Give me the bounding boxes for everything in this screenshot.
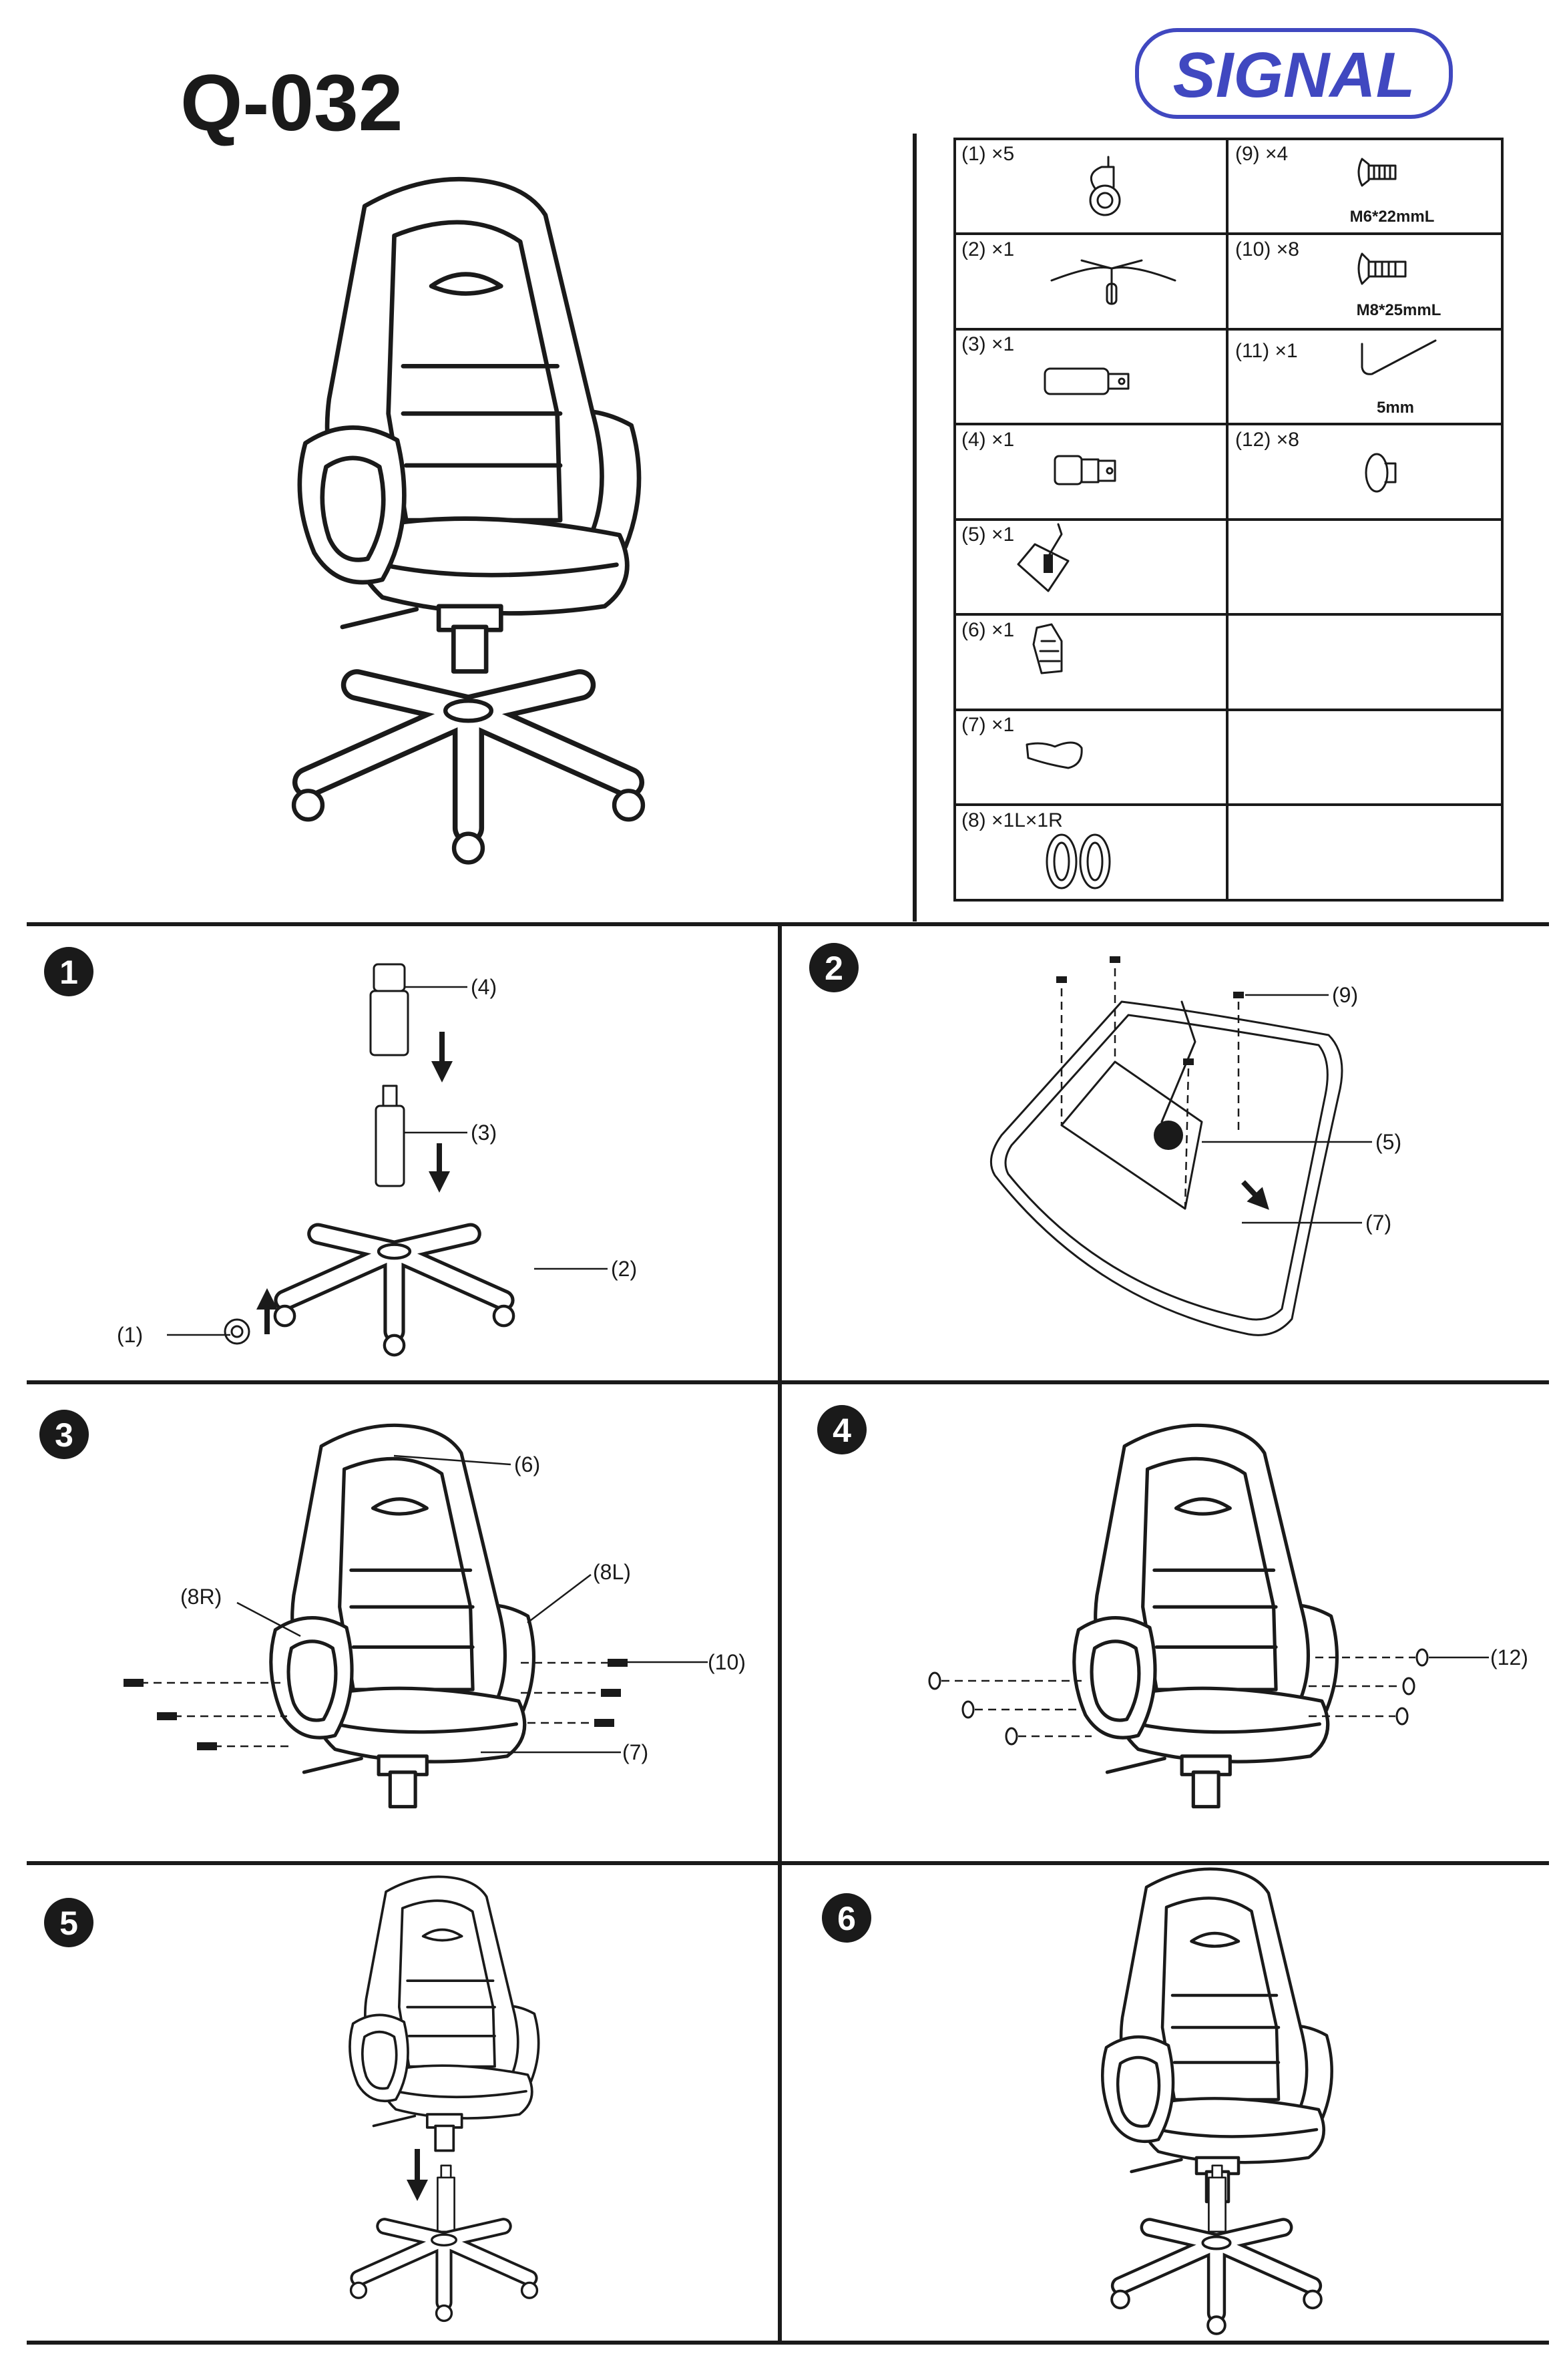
step-1-badge: 1 xyxy=(44,947,93,996)
svg-text:2: 2 xyxy=(825,950,843,987)
svg-text:(12) ×8: (12) ×8 xyxy=(1235,429,1299,451)
part-cell-2: (2) ×1 xyxy=(961,238,1176,305)
svg-text:(6) ×1: (6) ×1 xyxy=(961,619,1014,641)
star-base-icon xyxy=(1050,259,1176,305)
callout-7-seat: (7) xyxy=(622,1740,648,1764)
part-cell-6: (6) ×1 xyxy=(961,619,1063,674)
plug-cap-icon xyxy=(1365,453,1397,493)
bolt-m6-size: M6*22mmL xyxy=(1350,208,1435,226)
callout-8r: (8R) xyxy=(180,1585,222,1609)
callout-5: (5) xyxy=(1375,1130,1401,1154)
callout-1: (1) xyxy=(117,1323,143,1347)
cylinder-cover-icon xyxy=(1054,455,1116,485)
svg-text:5: 5 xyxy=(59,1905,78,1942)
step-6-badge: 6 xyxy=(822,1893,871,1943)
assembled-chair-illustration xyxy=(294,179,643,862)
step-4-badge: 4 xyxy=(817,1405,867,1454)
step-6-illustration xyxy=(1102,1869,1331,2334)
part-cell-7: (7) ×1 xyxy=(961,714,1083,769)
svg-text:6: 6 xyxy=(837,1900,856,1937)
callout-6: (6) xyxy=(514,1452,540,1476)
part-cell-3: (3) ×1 xyxy=(961,333,1130,395)
svg-text:(2) ×1: (2) ×1 xyxy=(961,238,1014,260)
gas-cylinder-icon xyxy=(1044,367,1130,395)
part-cell-12: (12) ×8 xyxy=(1235,429,1397,493)
step-2-badge: 2 xyxy=(809,943,859,992)
svg-text:(11) ×1: (11) ×1 xyxy=(1235,340,1298,362)
svg-text:3: 3 xyxy=(55,1416,73,1454)
part-cell-4: (4) ×1 xyxy=(961,429,1116,485)
step-4-illustration xyxy=(928,1425,1489,1806)
svg-text:(4) ×1: (4) ×1 xyxy=(961,429,1014,451)
step-5-badge: 5 xyxy=(44,1898,93,1947)
brand-logo: SIGNAL xyxy=(1135,28,1453,119)
allen-key-icon xyxy=(1361,339,1437,375)
svg-text:(3) ×1: (3) ×1 xyxy=(961,333,1014,355)
step-1-illustration xyxy=(167,963,608,1355)
callout-9: (9) xyxy=(1332,983,1358,1007)
callout-2: (2) xyxy=(611,1257,637,1281)
svg-text:(9) ×4: (9) ×4 xyxy=(1235,143,1288,165)
part-cell-10: (10) ×8 M8*25mmL xyxy=(1235,238,1441,319)
svg-text:(8) ×1L×1R: (8) ×1L×1R xyxy=(961,809,1063,831)
seat-icon xyxy=(1026,741,1083,769)
bolt-m8-icon xyxy=(1357,252,1407,285)
svg-text:(10) ×8: (10) ×8 xyxy=(1235,238,1299,260)
allen-key-size: 5mm xyxy=(1377,399,1414,417)
armrest-pair-icon xyxy=(1046,833,1111,889)
step-5-illustration xyxy=(350,1875,539,2321)
parts-table: (1) ×5 (2) ×1 (3) ×1 (4) ×1 (5) ×1 (6) ×… xyxy=(953,138,1504,902)
model-title: Q-032 xyxy=(180,58,403,148)
part-cell-9: (9) ×4 M6*22mmL xyxy=(1235,143,1434,226)
bolt-m8-size: M8*25mmL xyxy=(1357,301,1441,319)
brand-logo-text: SIGNAL xyxy=(1173,39,1415,111)
caster-icon xyxy=(1089,156,1121,216)
svg-text:(1) ×5: (1) ×5 xyxy=(961,143,1014,165)
part-cell-5: (5) ×1 xyxy=(961,523,1070,592)
callout-10: (10) xyxy=(708,1650,746,1674)
step-3-illustration xyxy=(124,1425,708,1806)
part-cell-8: (8) ×1L×1R xyxy=(961,809,1111,889)
callout-12: (12) xyxy=(1490,1645,1528,1669)
callout-7: (7) xyxy=(1365,1211,1391,1235)
bolt-m6-icon xyxy=(1357,158,1397,187)
step-3-badge: 3 xyxy=(39,1410,89,1459)
svg-text:1: 1 xyxy=(59,954,78,991)
svg-text:4: 4 xyxy=(833,1412,851,1449)
step-2-illustration xyxy=(989,956,1372,1336)
svg-text:(5) ×1: (5) ×1 xyxy=(961,524,1014,546)
svg-text:(7) ×1: (7) ×1 xyxy=(961,714,1014,736)
callout-3: (3) xyxy=(471,1121,497,1145)
backrest-icon xyxy=(1032,623,1063,674)
callout-4: (4) xyxy=(471,975,497,999)
callout-8l: (8L) xyxy=(593,1560,631,1584)
part-cell-1: (1) ×5 xyxy=(961,143,1121,216)
part-cell-11: (11) ×1 5mm xyxy=(1235,339,1437,417)
tilt-mechanism-icon xyxy=(1017,523,1070,592)
